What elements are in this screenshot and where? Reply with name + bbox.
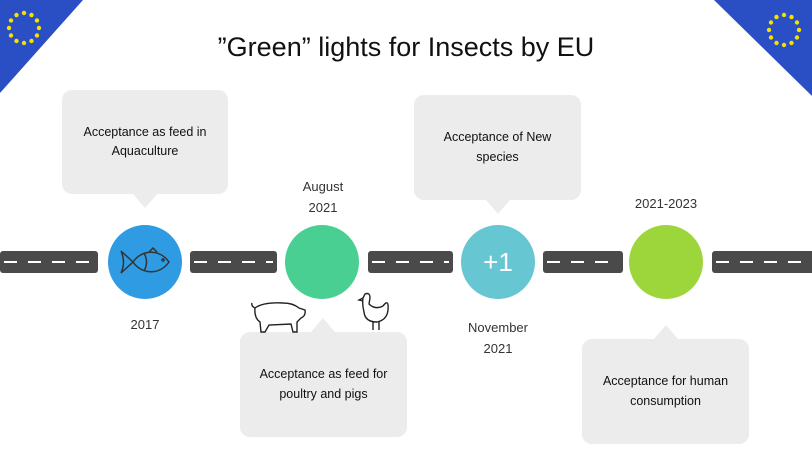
slide-title: ”Green” lights for Insects by EU <box>217 32 595 62</box>
milestone-circle-2017 <box>108 225 182 299</box>
star-icon <box>781 12 787 18</box>
fish-icon <box>120 246 170 274</box>
star-icon <box>789 40 794 46</box>
eu-flag-corner-left <box>0 0 83 93</box>
pig-icon <box>251 302 306 333</box>
star-icon <box>34 33 40 38</box>
star-icon <box>766 27 772 33</box>
road-segment <box>712 251 812 273</box>
star-icon <box>794 20 800 25</box>
star-icon <box>21 10 27 16</box>
star-icon <box>21 40 27 46</box>
date-nov-2021: November 2021 <box>468 320 528 356</box>
date-2017: 2017 <box>130 317 160 332</box>
star-icon <box>29 12 34 18</box>
star-icon <box>768 20 774 25</box>
star-icon <box>14 38 19 44</box>
road-segment <box>190 251 277 273</box>
milestone-circle-2021-2023 <box>629 225 703 299</box>
star-icon <box>6 25 12 31</box>
star-icon <box>794 35 800 40</box>
road-segment <box>368 251 453 273</box>
star-icon <box>34 18 40 23</box>
star-icon <box>8 33 14 38</box>
star-icon <box>781 42 787 48</box>
road-segment <box>0 251 98 273</box>
star-icon <box>774 14 779 20</box>
star-icon <box>14 12 19 18</box>
star-icon <box>796 27 802 33</box>
bubble-new-species: Acceptance of New species <box>414 95 581 200</box>
star-icon <box>789 14 794 20</box>
eu-flag-corner-right <box>714 0 812 96</box>
road-segment <box>543 251 623 273</box>
star-icon <box>774 40 779 46</box>
milestone-circle-nov-2021: +1 <box>461 225 535 299</box>
chicken-icon <box>357 292 389 330</box>
milestone-circle-aug-2021 <box>285 225 359 299</box>
star-icon <box>8 18 14 23</box>
plus-one-label: +1 <box>483 246 513 277</box>
bubble-aquaculture: Acceptance as feed in Aquaculture <box>62 90 228 194</box>
star-icon <box>29 38 34 44</box>
date-aug-2021: August 2021 <box>302 179 344 215</box>
bubble-poultry-pigs: Acceptance as feed for poultry and pigs <box>240 332 407 437</box>
date-2021-2023: 2021-2023 <box>634 196 698 211</box>
star-icon <box>36 25 42 31</box>
bubble-human-consumption: Acceptance for human consumption <box>582 339 749 444</box>
star-icon <box>768 35 774 40</box>
